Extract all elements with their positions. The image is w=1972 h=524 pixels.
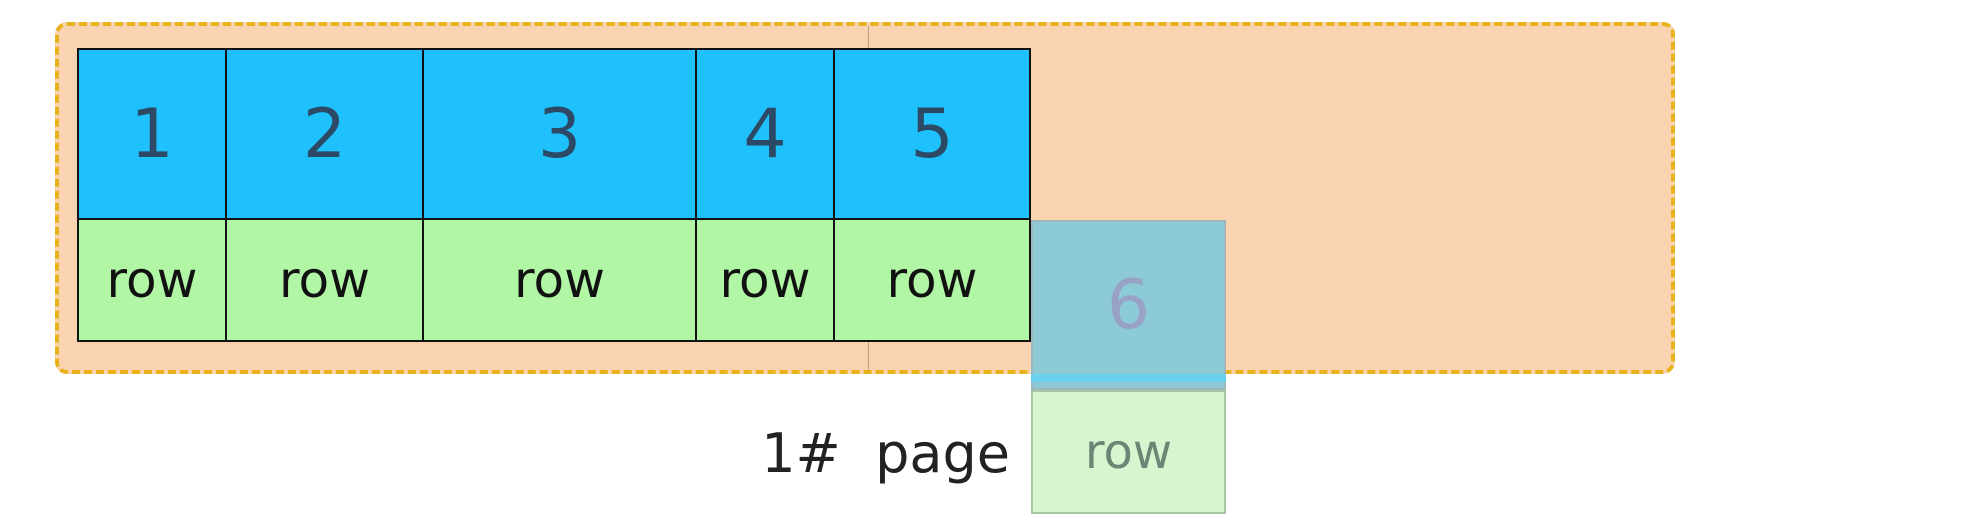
- row-cell-4: row: [695, 218, 835, 342]
- page-label: 1# page: [761, 421, 1010, 485]
- incoming-header-cell-6: 6: [1031, 220, 1226, 390]
- header-cell-5: 5: [833, 48, 1031, 220]
- header-cell-3: 3: [422, 48, 697, 220]
- header-cell-4: 4: [695, 48, 835, 220]
- header-cell-1: 1: [77, 48, 227, 220]
- row-cell-3: row: [422, 218, 697, 342]
- row-cell-5: row: [833, 218, 1031, 342]
- row-cell-2: row: [225, 218, 424, 342]
- incoming-row-cell: row: [1031, 390, 1226, 514]
- incoming-header-stripe: [1031, 374, 1226, 382]
- header-cell-2: 2: [225, 48, 424, 220]
- row-cell-1: row: [77, 218, 227, 342]
